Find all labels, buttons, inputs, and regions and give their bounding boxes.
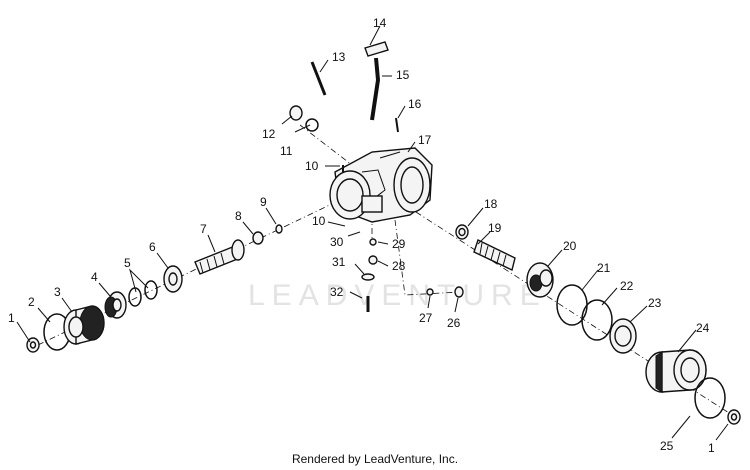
bottom-hardware (361, 238, 464, 312)
part-label: 16 (408, 97, 422, 111)
part-label: 32 (330, 285, 344, 299)
part-label: 18 (484, 197, 498, 211)
part-label: 14 (373, 16, 387, 30)
part-label: 30 (330, 235, 344, 249)
part-label: 6 (149, 240, 156, 254)
part-label: 22 (620, 279, 634, 293)
part-label: 8 (235, 209, 242, 223)
top-parts (289, 41, 399, 172)
part-number-labels: 1 2 3 4 5 6 7 8 9 10 10 11 12 13 14 15 1… (8, 16, 715, 455)
part-label: 24 (696, 321, 710, 335)
leader-lines (16, 25, 729, 441)
part-label: 10 (305, 159, 319, 173)
part-label: 21 (597, 261, 611, 275)
part-label: 1 (8, 311, 15, 325)
part-label: 2 (28, 295, 35, 309)
part-label: 10 (312, 214, 326, 228)
part-label: 3 (54, 285, 61, 299)
part-label: 1 (708, 441, 715, 455)
part-label: 11 (280, 144, 293, 158)
watermark-text: LEADVENTURE (248, 279, 547, 312)
footer-credit: Rendered by LeadVenture, Inc. (291, 452, 459, 466)
part-label: 28 (392, 259, 406, 273)
left-drivetrain (26, 224, 283, 353)
gearcase-housing (329, 147, 433, 223)
part-label: 31 (332, 255, 346, 269)
part-label: 20 (563, 239, 577, 253)
part-label: 15 (396, 68, 410, 82)
part-label: 29 (392, 237, 406, 251)
part-label: 9 (260, 195, 267, 209)
part-label: 26 (447, 316, 461, 330)
part-label: 12 (262, 127, 276, 141)
right-drivetrain (455, 224, 741, 425)
part-label: 13 (332, 50, 346, 64)
part-label: 19 (488, 221, 502, 235)
part-label: 23 (648, 296, 662, 310)
part-label: 27 (419, 311, 433, 325)
part-label: 25 (660, 439, 674, 453)
part-label: 7 (200, 222, 207, 236)
part-label: 5 (124, 256, 131, 270)
part-label: 17 (418, 133, 432, 147)
part-label: 4 (91, 270, 98, 284)
